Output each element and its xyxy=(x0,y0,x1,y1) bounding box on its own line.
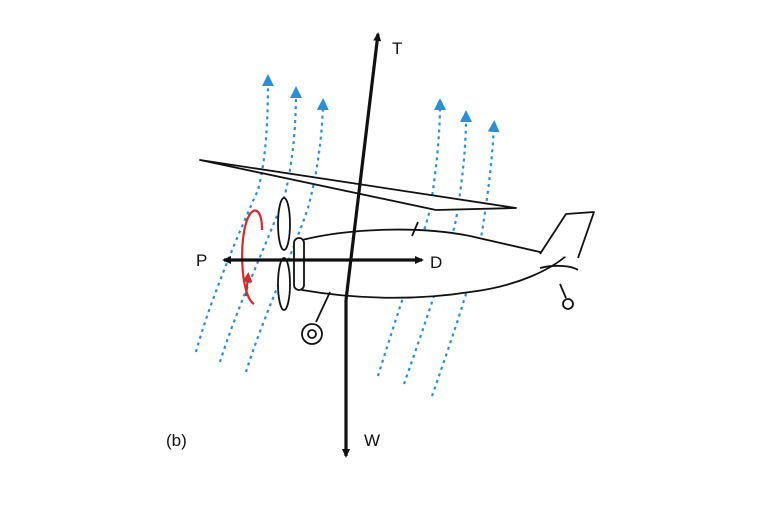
propeller-rotation xyxy=(241,209,264,305)
label-thrust: T xyxy=(392,39,402,58)
label-propeller: P xyxy=(196,251,207,270)
propeller-blade-top xyxy=(277,197,291,251)
fuselage xyxy=(301,228,567,299)
rotation-arrow xyxy=(242,272,253,297)
aircraft xyxy=(199,159,595,345)
rotation-arc xyxy=(241,209,264,305)
main-gear-strut xyxy=(315,291,331,323)
panel-label: (b) xyxy=(166,431,187,450)
airflow-line-3 xyxy=(244,98,329,373)
wing xyxy=(199,159,517,211)
airflow-line-4 xyxy=(376,98,446,377)
tail-gear-strut xyxy=(559,283,567,299)
force-vectors xyxy=(222,32,424,458)
labels: T W P D (b) xyxy=(166,39,442,450)
wing-strut xyxy=(411,221,419,237)
propeller-blade-bottom xyxy=(277,257,291,311)
airflow-line-5 xyxy=(402,110,472,385)
tail-wheel xyxy=(562,298,574,310)
airflow-line-6 xyxy=(430,120,500,397)
airflow-line-1 xyxy=(194,74,274,353)
main-wheel-hub xyxy=(307,329,317,339)
tail-fin xyxy=(539,211,595,259)
tailplane xyxy=(539,264,579,271)
thrust-up-vector xyxy=(344,32,382,301)
label-weight: W xyxy=(364,431,380,450)
label-drag: D xyxy=(430,253,442,272)
main-wheel xyxy=(301,323,323,345)
cowling xyxy=(293,237,305,291)
